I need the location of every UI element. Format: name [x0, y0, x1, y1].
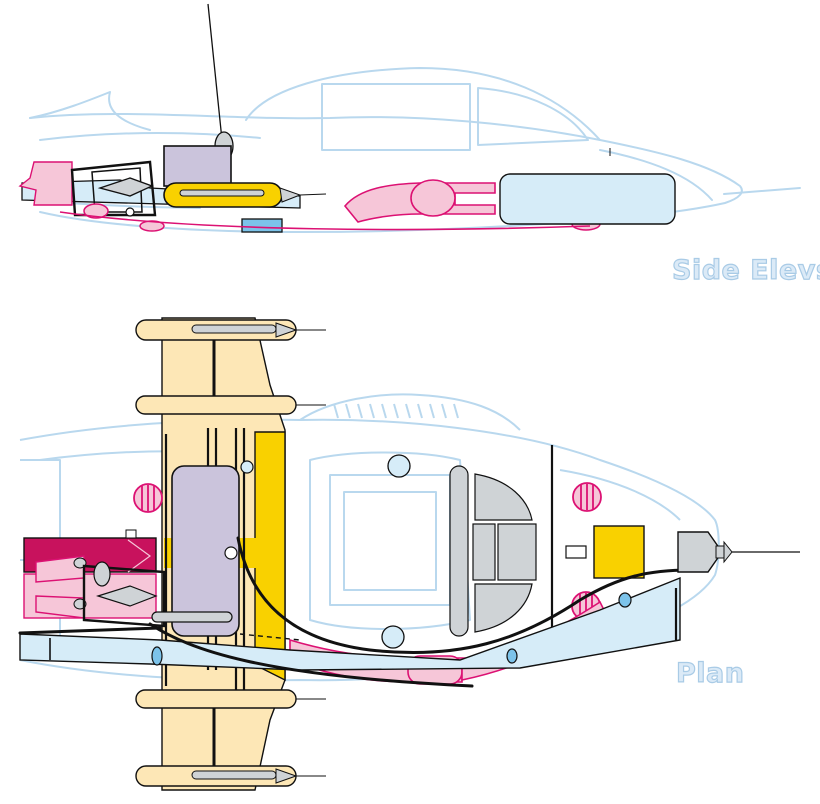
plan-magenta-detail — [127, 539, 152, 573]
plan-lavender-tank — [171, 465, 240, 637]
plan-blue-circle-top — [387, 454, 411, 478]
side-engine-frame — [70, 160, 157, 217]
side-pod-probe — [299, 193, 327, 196]
side-engine-hub — [125, 207, 135, 217]
side-wheel-rear — [83, 203, 109, 219]
plan-small-white-box — [565, 545, 587, 559]
plan-spine-joint-right — [618, 592, 632, 608]
store-3 — [135, 689, 326, 709]
plan-spine-joint-left — [151, 646, 163, 666]
store-2 — [135, 395, 326, 415]
plan-dashed-line — [239, 633, 301, 641]
side-pod-rail — [179, 189, 265, 197]
plan-small-tab — [125, 529, 137, 539]
plan-wing-stores — [135, 319, 326, 787]
plan-tank-port — [224, 546, 238, 560]
plan-prop-hub — [93, 561, 111, 587]
plan-nose-cone — [677, 531, 723, 573]
plan-view-label: Plan — [675, 657, 745, 689]
plan-nose-tip — [723, 540, 733, 564]
plan-cables — [18, 536, 692, 688]
plan-engine-frame — [82, 564, 166, 628]
plan-yellow-forward — [593, 525, 645, 579]
plan-fuselage-spine — [19, 576, 681, 671]
side-propeller — [97, 177, 154, 197]
plan-cockpit — [449, 465, 537, 637]
plan-rear-rail — [151, 611, 233, 623]
plan-nose-cap — [715, 545, 725, 559]
wheel-front-top — [572, 482, 602, 512]
side-ventral-line — [59, 211, 591, 231]
wheel-rear-top — [133, 483, 163, 513]
antenna-mast — [207, 3, 223, 141]
side-forward-box — [499, 173, 676, 225]
plan-propeller — [95, 585, 158, 607]
plan-blue-circle-bottom — [381, 625, 405, 649]
side-lavender-block — [163, 145, 232, 187]
side-elevation-label: Side Elevs — [671, 254, 820, 286]
side-pod-nose — [279, 187, 302, 203]
store-4 — [135, 765, 326, 787]
plan-ghost-hatching — [333, 403, 459, 419]
plan-bolt-top — [240, 460, 254, 474]
plan-spine-joint-mid — [506, 648, 518, 664]
store-1 — [135, 319, 326, 341]
side-pink-ducts — [343, 179, 496, 223]
side-blue-box — [241, 218, 283, 233]
